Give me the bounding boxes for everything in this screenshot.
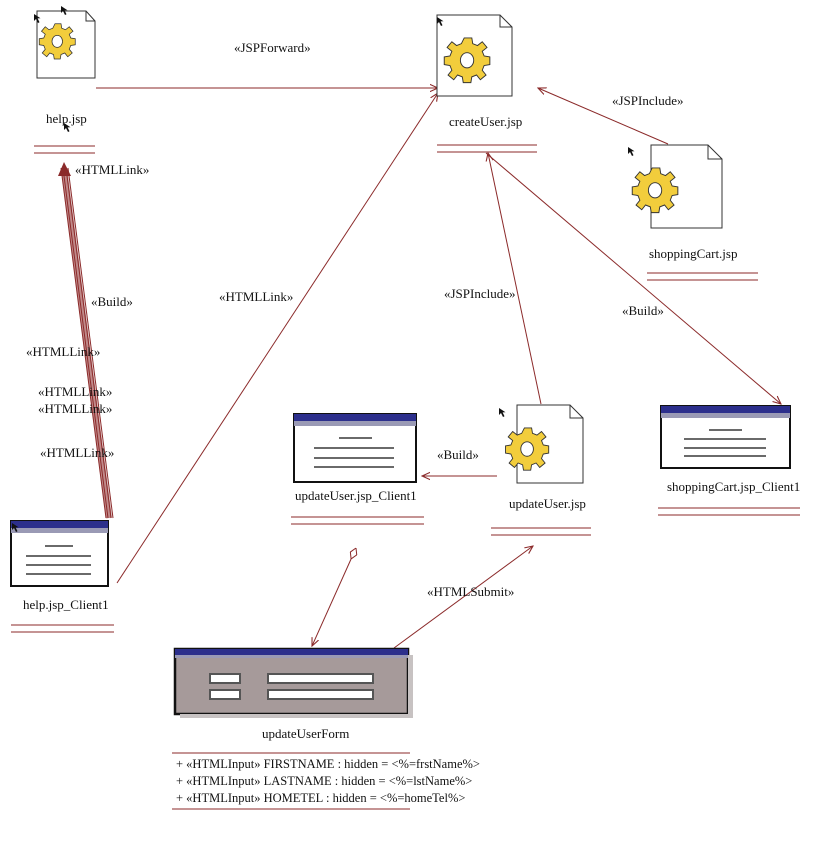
label-jspinclude-update: «JSPInclude» <box>444 286 516 301</box>
edge-updateuser-to-createuser[interactable] <box>488 153 542 405</box>
gear-icon <box>631 167 679 214</box>
edge-labels: «JSPForward» «JSPInclude» «HTMLLink» «Bu… <box>26 40 684 599</box>
node-updateuserform[interactable]: updateUserForm <box>172 647 413 810</box>
node-name: updateUserForm <box>262 726 349 741</box>
cursor-icon <box>628 147 635 156</box>
form-attribute-lastname: + «HTMLInput» LASTNAME : hidden = <%=lst… <box>176 774 473 788</box>
form-attribute-hometel: + «HTMLInput» HOMETEL : hidden = <%=home… <box>176 791 466 805</box>
label-build-update: «Build» <box>437 447 479 462</box>
node-help-client[interactable]: help.jsp_Client1 <box>10 520 114 633</box>
node-name: shoppingCart.jsp_Client1 <box>667 479 800 494</box>
label-htmllink-3: «HTMLLink» <box>38 401 112 416</box>
label-htmllink-4: «HTMLLink» <box>40 445 114 460</box>
form-attribute-firstname: + «HTMLInput» FIRSTNAME : hidden = <%=fr… <box>176 757 480 771</box>
node-shoppingcart-jsp[interactable]: shoppingCart.jsp <box>628 144 758 281</box>
edge-shoppingcart-to-createuser[interactable] <box>538 88 669 145</box>
gear-icon <box>38 23 76 60</box>
node-createuser-jsp[interactable]: createUser.jsp <box>436 14 537 153</box>
label-build-help: «Build» <box>91 294 133 309</box>
label-jspinclude-shopping: «JSPInclude» <box>612 93 684 108</box>
edge-createuser-to-shoppingclient[interactable] <box>485 152 781 404</box>
node-name: help.jsp_Client1 <box>23 597 109 612</box>
node-name: createUser.jsp <box>449 114 522 129</box>
label-htmllink-1: «HTMLLink» <box>26 344 100 359</box>
label-jspforward: «JSPForward» <box>234 40 311 55</box>
node-updateuser-jsp[interactable]: updateUser.jsp <box>491 404 591 536</box>
node-name: help.jsp <box>46 111 87 126</box>
edge-helpclient-to-createuser[interactable] <box>116 93 438 584</box>
node-name: shoppingCart.jsp <box>649 246 737 261</box>
node-name: updateUser.jsp_Client1 <box>295 488 417 503</box>
label-htmllink-2: «HTMLLink» <box>38 384 112 399</box>
gear-icon <box>443 37 491 84</box>
edge-bundle-helpclient-to-help[interactable] <box>58 162 114 519</box>
node-name: updateUser.jsp <box>509 496 586 511</box>
edge-form-to-updateuser[interactable] <box>393 546 533 649</box>
label-build-shopping: «Build» <box>622 303 664 318</box>
label-htmllink-helpclient: «HTMLLink» <box>219 289 293 304</box>
label-htmllink-help: «HTMLLink» <box>75 162 149 177</box>
cursor-icon <box>499 408 506 417</box>
node-updateuser-client[interactable]: updateUser.jsp_Client1 <box>291 413 424 525</box>
node-help-jsp[interactable]: help.jsp <box>34 6 96 154</box>
gear-icon <box>505 427 550 471</box>
edge-updateclient-to-form[interactable] <box>312 548 356 646</box>
edges <box>96 88 781 649</box>
label-htmlsubmit: «HTMLSubmit» <box>427 584 514 599</box>
node-shoppingcart-client[interactable]: shoppingCart.jsp_Client1 <box>658 405 800 516</box>
